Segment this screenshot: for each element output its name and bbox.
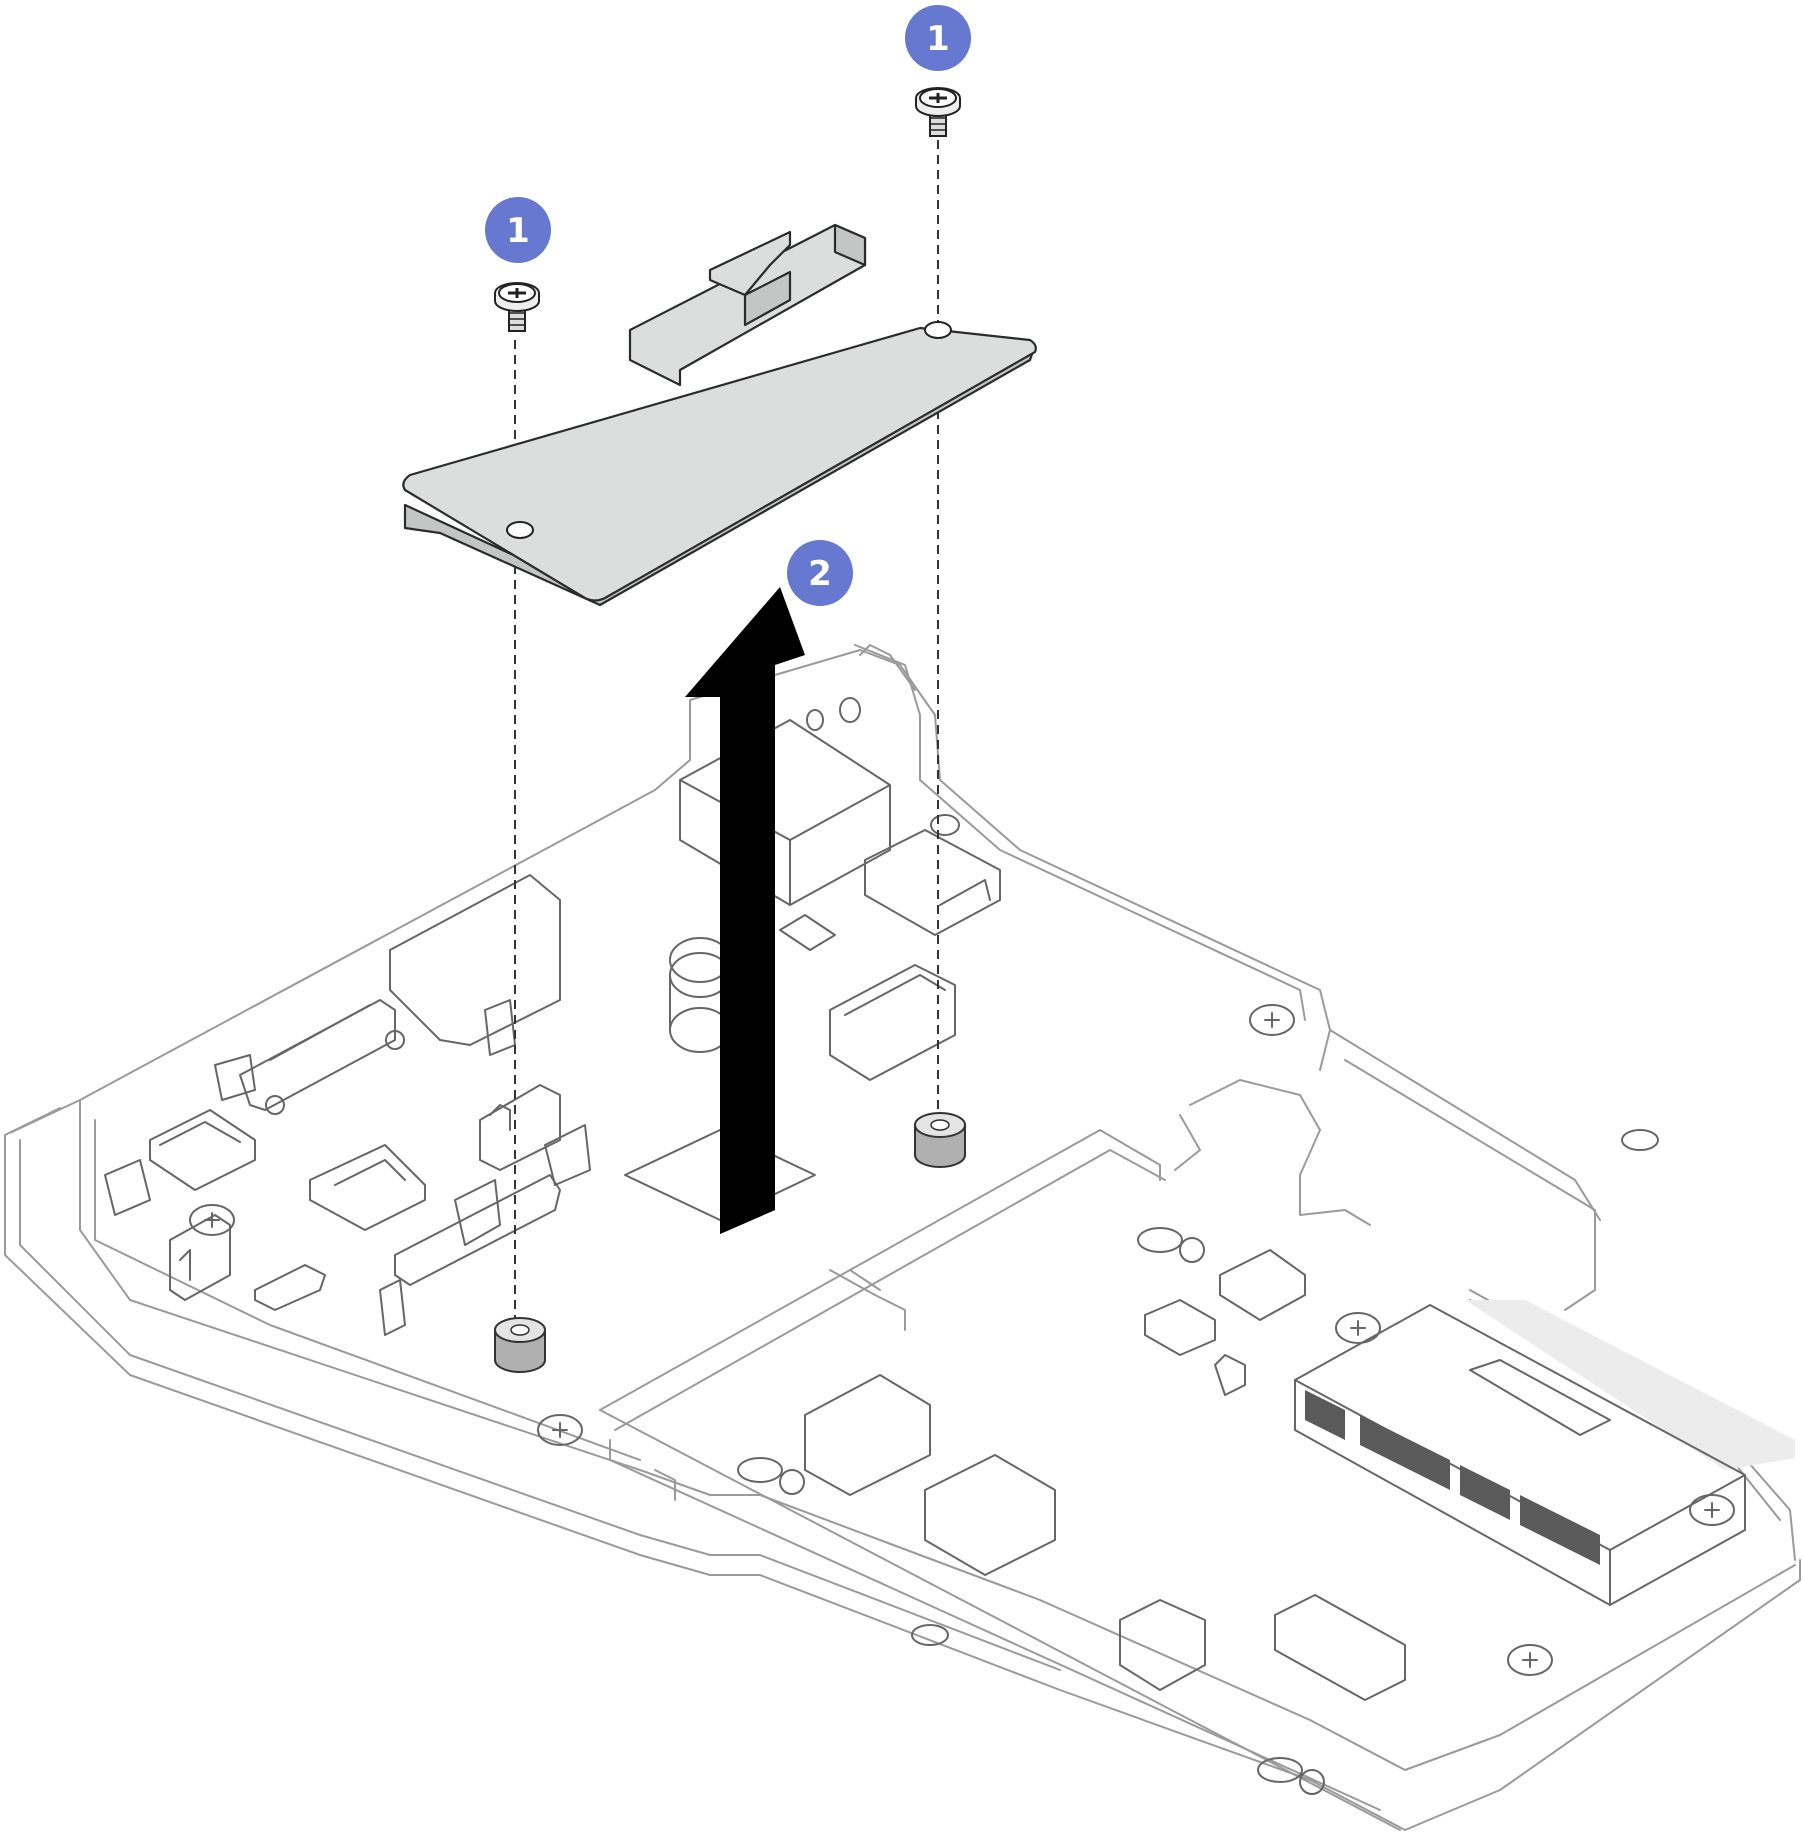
board-components — [104, 697, 1746, 1795]
callout-step-2: 2 — [787, 540, 853, 606]
standoff-icon — [914, 1112, 966, 1168]
callout-step-1-left: 1 — [485, 197, 551, 263]
lift-arrow-icon — [685, 587, 805, 1234]
cable-shadow — [1465, 1300, 1795, 1470]
svg-text:2: 2 — [808, 554, 832, 594]
tray-outline — [4, 644, 1801, 1831]
callout-step-1-right: 1 — [905, 5, 971, 71]
screw-icon — [494, 282, 540, 332]
screw-icon — [915, 87, 961, 137]
removable-adapter-board — [402, 223, 1037, 607]
svg-text:1: 1 — [506, 211, 530, 251]
svg-text:1: 1 — [926, 19, 950, 59]
standoff-icon — [494, 1317, 546, 1373]
